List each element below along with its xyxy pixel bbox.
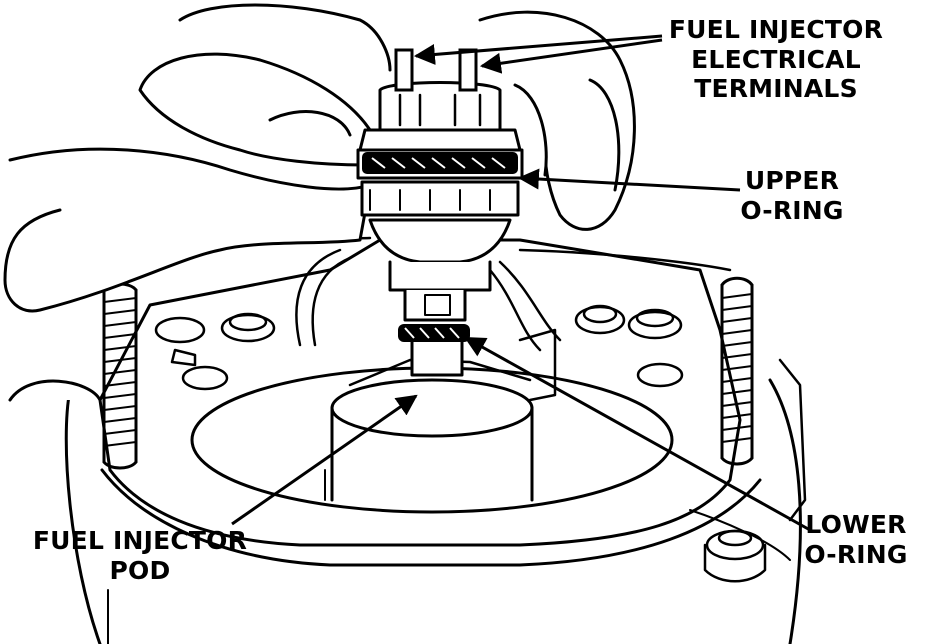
label-line: ELECTRICAL	[691, 44, 861, 74]
arrow-upper-o-ring	[517, 168, 741, 192]
label-line: O-RING	[740, 195, 844, 225]
arrow-terminals-left	[413, 34, 663, 65]
arrow-terminals-right	[479, 38, 663, 74]
arrow-pod	[231, 394, 418, 526]
lower-o-ring	[398, 324, 470, 342]
hands	[3, 3, 636, 402]
label-line: FUEL INJECTOR	[668, 15, 884, 44]
flange-holes	[154, 304, 767, 583]
label-line: TERMINALS	[694, 74, 858, 103]
label-lower-o-ring: LOWER O-RING	[800, 510, 912, 569]
label-line: FUEL INJECTOR	[32, 526, 248, 555]
label-upper-o-ring: UPPER O-RING	[728, 166, 856, 225]
label-line: LOWER	[805, 510, 907, 539]
right-stud	[720, 276, 754, 466]
label-line: UPPER	[744, 166, 840, 195]
label-fuel-injector-electrical-terminals: FUEL INJECTOR ELECTRICAL TERMINALS	[664, 15, 888, 104]
label-line: O-RING	[804, 539, 908, 569]
electrical-terminals	[394, 48, 478, 92]
left-stud	[102, 282, 138, 470]
upper-o-ring	[362, 152, 518, 174]
arrow-lower-o-ring	[464, 336, 811, 532]
throttle-body-housing	[64, 238, 807, 644]
label-line: POD	[109, 555, 171, 585]
label-fuel-injector-pod: FUEL INJECTOR POD	[24, 526, 256, 585]
injector-pod-bore	[190, 358, 674, 514]
